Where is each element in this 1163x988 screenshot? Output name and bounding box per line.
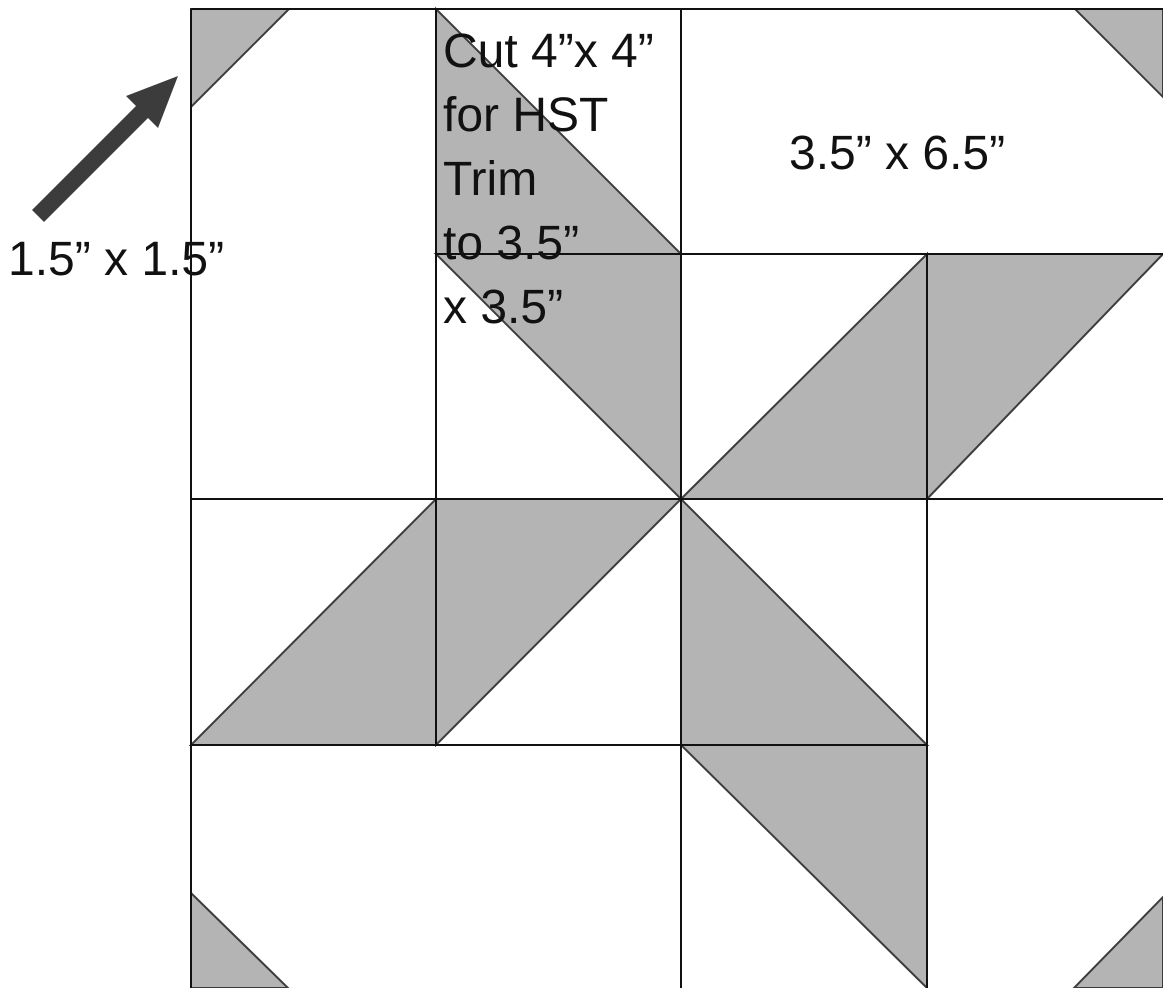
corner-triangle-top-right [1072, 8, 1163, 99]
hst-instruction-label: Cut 4”x 4” for HST Trim to 3.5” x 3.5” [443, 20, 654, 340]
arrow-icon [32, 76, 178, 222]
corner-triangles [190, 8, 1163, 988]
corner-triangle-top-left [190, 8, 292, 110]
hst-instruction-line-1: Cut 4”x 4” [443, 25, 654, 78]
block-grid [190, 8, 1163, 988]
hst-triangle-6 [435, 498, 684, 748]
hst-triangle-3 [678, 251, 928, 500]
hst-triangle-8 [678, 744, 928, 988]
corner-triangle-bottom-right [1072, 895, 1163, 988]
hst-instruction-line-4: to 3.5” [443, 217, 580, 270]
hst-triangle-5 [188, 496, 437, 746]
hst-instruction-line-3: Trim [443, 153, 538, 206]
corner-triangle-bottom-left [190, 890, 290, 988]
hst-triangle-4 [926, 253, 1163, 502]
hst-instruction-line-2: for HST [443, 89, 609, 142]
rectangle-size-label: 3.5” x 6.5” [789, 127, 1006, 180]
hst-triangles [188, 6, 1163, 988]
hst-triangle-7 [680, 496, 930, 746]
corner-square-size-label: 1.5” x 1.5” [8, 233, 225, 286]
hst-instruction-line-5: x 3.5” [443, 281, 564, 334]
